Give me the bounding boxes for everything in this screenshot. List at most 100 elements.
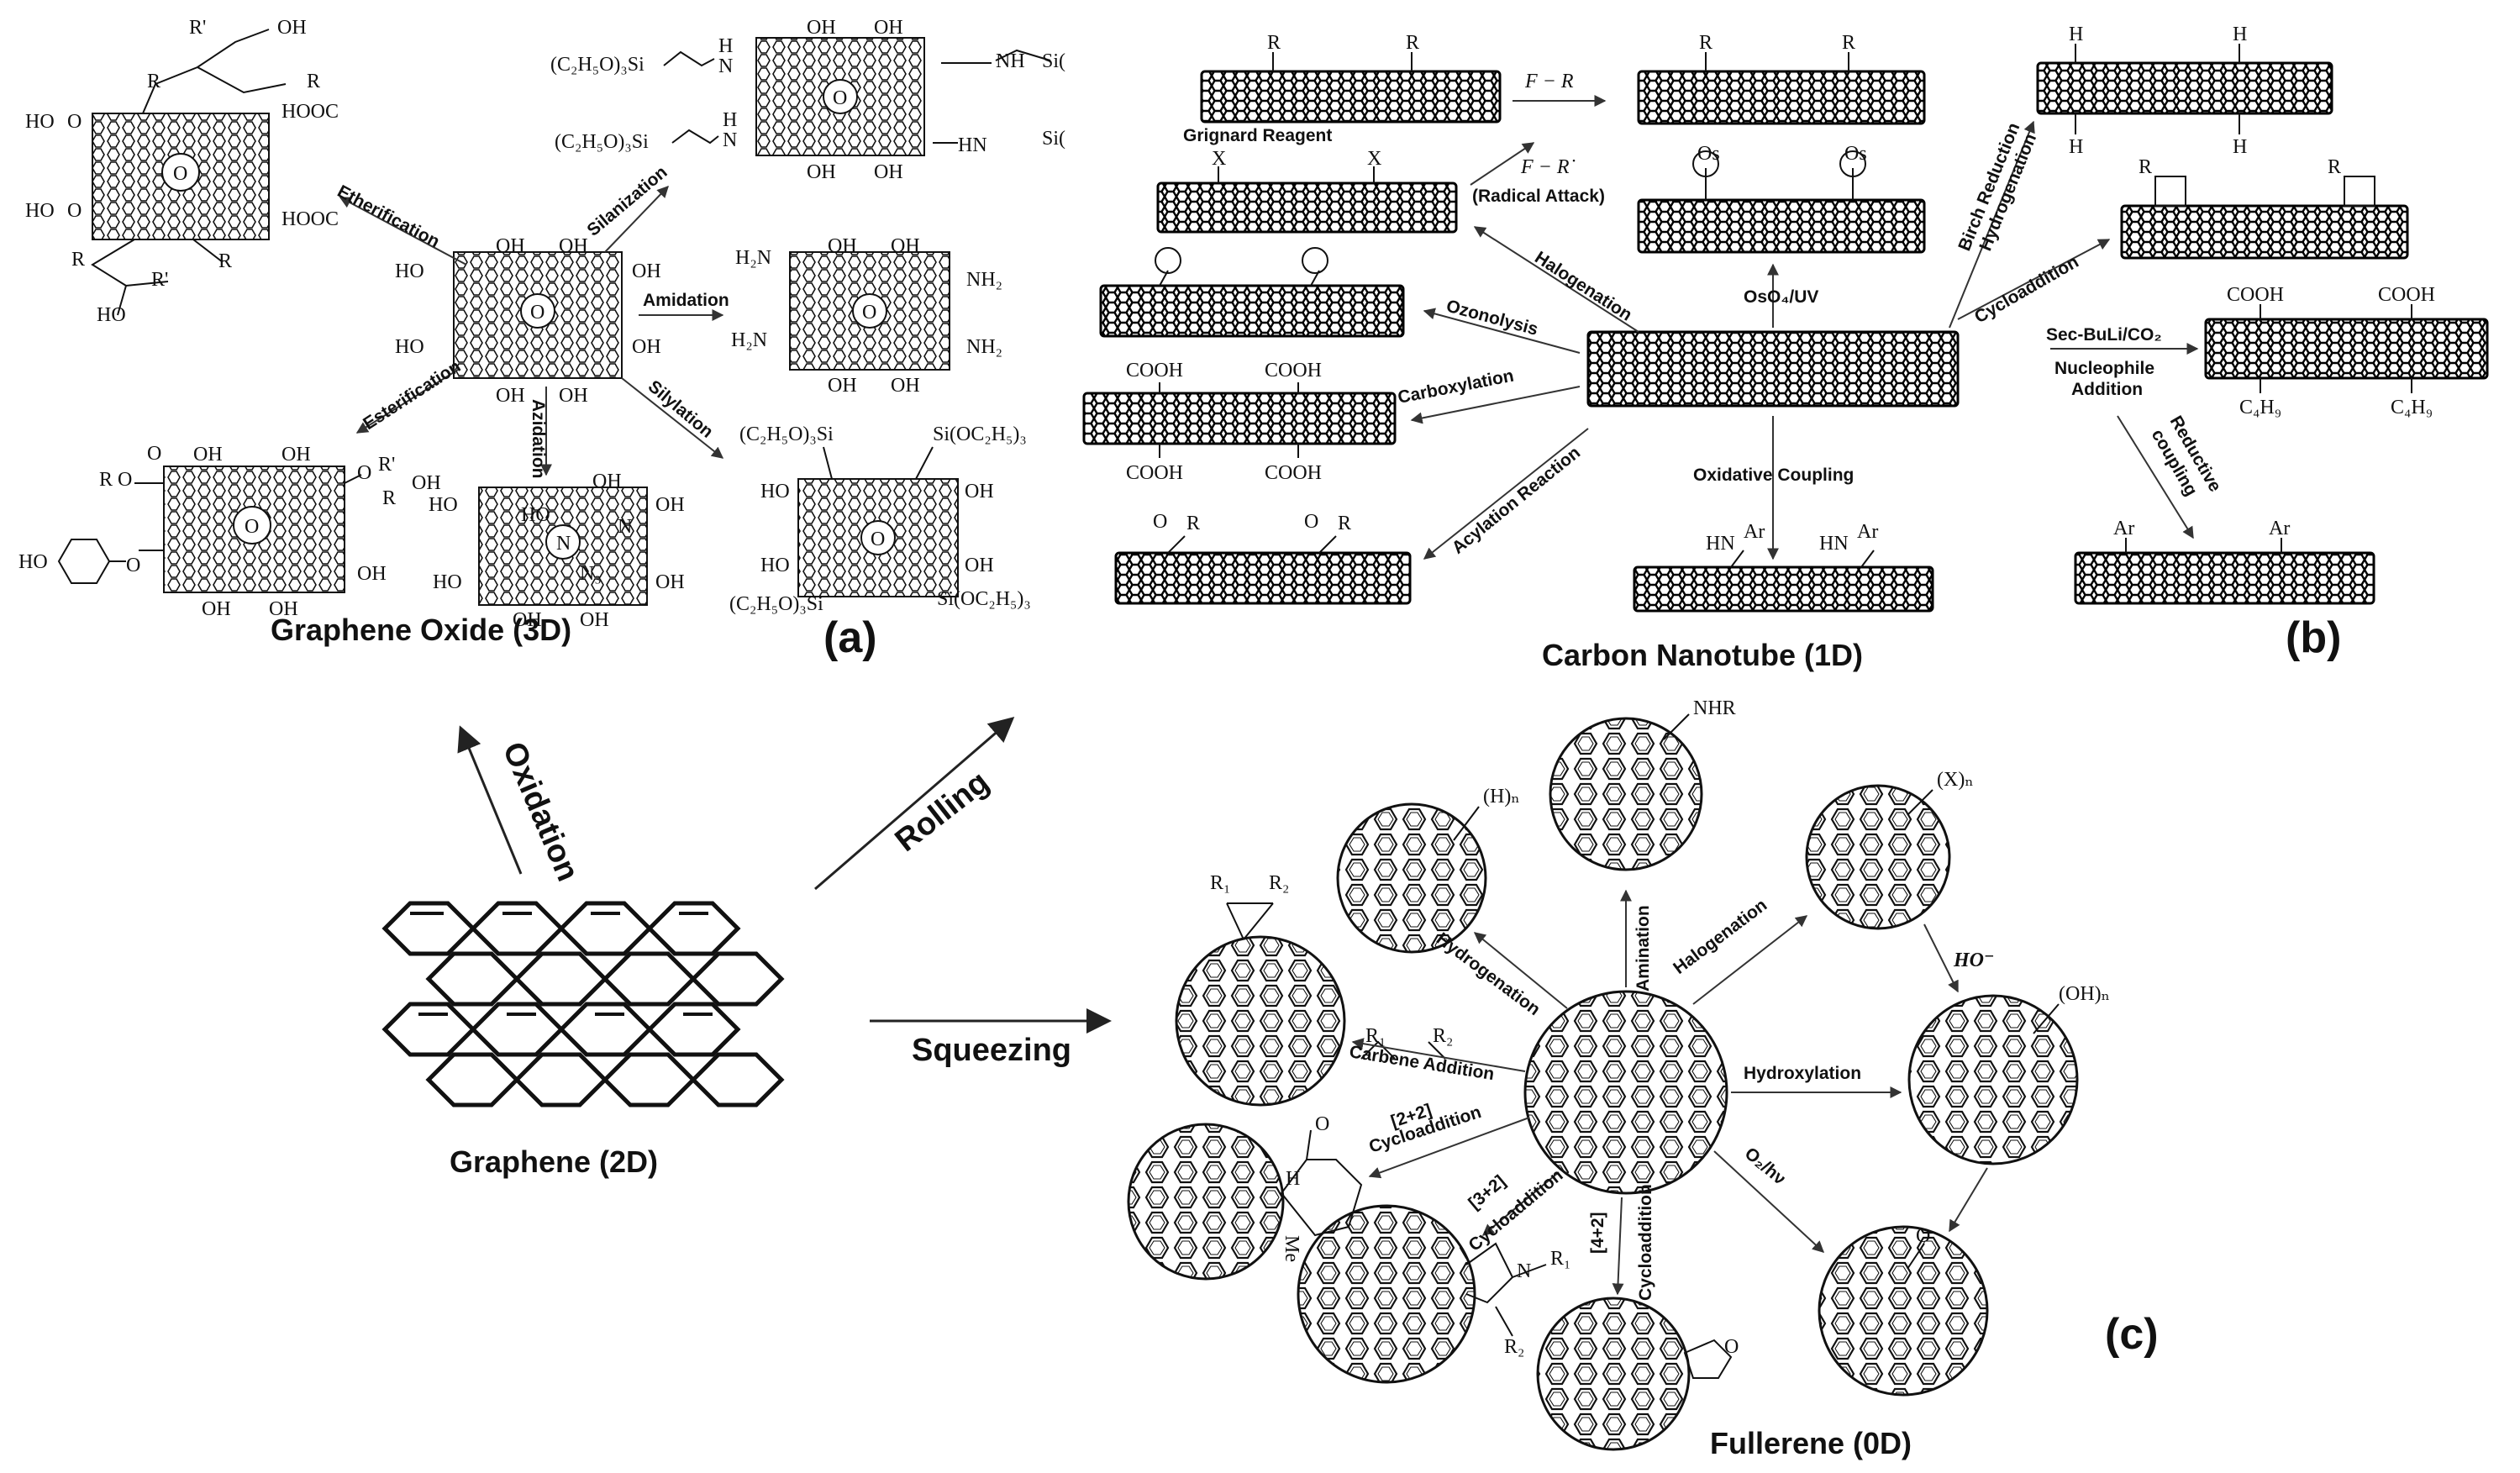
label-halogenation-b: Halogenation: [1531, 248, 1635, 325]
label-cycloaddition-b: Cycloaddition: [1971, 252, 2082, 327]
phenol-ring: [57, 539, 111, 584]
go-label: HO: [760, 555, 790, 576]
fullerene-label: R₂: [1504, 1336, 1524, 1358]
arrow-silylation: [621, 377, 724, 459]
go-label: OH: [655, 571, 685, 593]
arrow-hydrogenation: [1473, 932, 1568, 1009]
label-silylation: Silylation: [644, 376, 717, 442]
cnt-label: R: [1267, 32, 1281, 54]
cnt-label: R: [1699, 32, 1712, 54]
go-label: (C₂H₅O)₃Si: [729, 593, 823, 615]
go-label: OH: [632, 260, 661, 282]
cnt-label: COOH: [1126, 360, 1183, 381]
graphene-sheet: [381, 901, 781, 1105]
fullerene-halogenated: [1805, 784, 1951, 930]
arrow-reductive: [2117, 415, 2194, 539]
carbon-nanotube-panel: R R X X COOH COOH COOH COOH O R O R R R …: [1082, 24, 2489, 672]
go-label: OH: [965, 481, 994, 502]
go-label: R: [147, 71, 160, 92]
label-42b: Cycloaddition: [1636, 1184, 1655, 1301]
fullerene-hydroxylated: [1907, 994, 2079, 1165]
fullerene-label: (H)ₙ: [1483, 786, 1520, 808]
silyl-link: [819, 446, 934, 597]
graphene-panel: Graphene (2D) Oxidation Rolling Squeezin…: [381, 717, 1112, 1179]
arrow-o2hv: [1713, 1150, 1825, 1253]
go-label: HO: [395, 260, 424, 282]
ester-link: [109, 474, 362, 562]
go-label: OH: [891, 235, 920, 257]
go-label: OH: [412, 472, 441, 494]
epoxide-ring: [852, 293, 887, 329]
go-label: OH: [592, 471, 622, 492]
go-label: (C₂H₅O)₃Si: [550, 54, 644, 76]
cnt-label: X: [1367, 148, 1381, 170]
cnt-label: O: [1153, 511, 1167, 533]
label-squeezing: Squeezing: [912, 1033, 1071, 1068]
arrow-acylation: [1423, 428, 1589, 560]
label-oso4: OsO₄/UV: [1744, 287, 1818, 307]
go-label: OH: [357, 563, 387, 585]
go-label: OH: [828, 235, 857, 257]
fullerene-label: R₁: [1210, 872, 1230, 894]
cnt-tube-center: [1586, 330, 1960, 408]
arrow-epoxide: [1949, 1167, 1988, 1233]
fullerene-substituents: [1226, 713, 2060, 1379]
go-label: OH: [807, 17, 836, 39]
fullerene-label: (OH)ₙ: [2059, 983, 2110, 1005]
arrow-halogenation-c: [1692, 915, 1808, 1005]
cnt-label: Os: [1697, 143, 1720, 165]
label-carboxylation: Carboxylation: [1397, 366, 1516, 408]
go-label: OH: [559, 385, 588, 407]
arrow-42: [1612, 1197, 1624, 1296]
cnt-label: HN: [1819, 533, 1849, 555]
fullerene-aminated: [1549, 717, 1703, 871]
cnt-label: X: [1212, 148, 1226, 170]
cnt-tube-fr: [1200, 70, 1502, 124]
arrow-halogenation: [1473, 226, 1639, 333]
go-label: O: [530, 302, 545, 324]
go-label: O: [67, 111, 82, 133]
arrow-32: [1481, 1171, 1560, 1236]
arrow-oxidation: [457, 725, 523, 875]
cnt-label: COOH: [2227, 284, 2284, 306]
go-label: Si(: [1042, 50, 1065, 72]
arrow-carboxylation: [1410, 386, 1581, 424]
fullerene-label: R₂: [1433, 1025, 1453, 1047]
go-label: HO: [429, 494, 458, 516]
cnt-tube-osmate: [1637, 198, 1926, 254]
fullerene-label: (X)ₙ: [1937, 769, 1974, 791]
cnt-label: R: [1406, 32, 1419, 54]
go-label: Si(OC₂H₅)₃: [937, 588, 1031, 610]
go-label: HOOC: [281, 101, 339, 123]
go-label: OH: [655, 494, 685, 516]
label-azidation: Azidation: [529, 399, 548, 479]
cnt-tube-acyl: [1114, 551, 1412, 605]
go-label: R: [71, 249, 85, 271]
arrow-22: [1368, 1117, 1530, 1179]
go-label: R: [307, 71, 320, 92]
go-label: OH: [632, 336, 661, 358]
label-ozonolysis: Ozonolysis: [1444, 297, 1540, 339]
fullerene-hydrogenated: [1336, 802, 1487, 954]
go-label: HO: [760, 481, 790, 502]
cnt-label: R: [1338, 513, 1351, 534]
fullerene-label: N: [1517, 1260, 1531, 1282]
go-label: OH: [874, 17, 903, 39]
go-label: H₂N: [735, 247, 771, 269]
go-label: O: [862, 302, 876, 324]
label-42a: [4+2]: [1588, 1212, 1607, 1254]
go-label: OH: [277, 17, 307, 39]
fullerene-label: NHR: [1693, 697, 1736, 719]
cnt-tube-aryl: [2074, 551, 2375, 605]
cnt-tube-alkyl: [1637, 70, 1926, 125]
go-label: R: [382, 487, 396, 509]
cnt-label: Ar: [1744, 521, 1765, 543]
go-label: H: [718, 35, 733, 57]
carbon-nanotube-label: Carbon Nanotube (1D): [1542, 638, 1863, 672]
fullerene-epoxide: [1818, 1225, 1989, 1397]
label-amination: Amination: [1634, 905, 1653, 992]
go-label: N: [723, 129, 737, 151]
go-label: (C₂H₅O)₃Si: [739, 423, 834, 445]
arrow-silanization: [604, 185, 669, 253]
epoxide-ring: [860, 520, 896, 555]
